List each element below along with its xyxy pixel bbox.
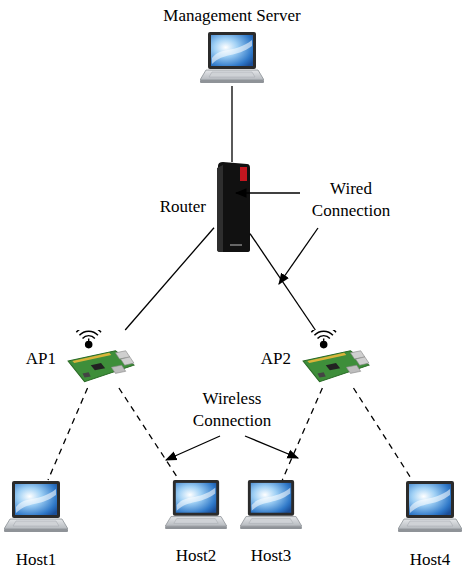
callout-arrow bbox=[245, 436, 298, 458]
device-label: Router bbox=[160, 197, 206, 217]
access-point-icon bbox=[303, 327, 369, 382]
wired-link bbox=[250, 234, 315, 330]
host-laptop-icon bbox=[398, 481, 462, 532]
wireless-link bbox=[282, 388, 322, 480]
host-laptop-icon bbox=[240, 480, 302, 529]
device-label: AP2 bbox=[261, 349, 291, 369]
device-label: Host4 bbox=[410, 550, 451, 570]
access-point-icon bbox=[68, 327, 134, 382]
device-name: Host3 bbox=[251, 546, 292, 566]
host-node: Host3 bbox=[240, 480, 302, 532]
device-label: Management Server bbox=[163, 6, 300, 26]
host-node: Host4 bbox=[398, 480, 462, 536]
router-node: Router bbox=[214, 162, 250, 252]
device-name: Router bbox=[160, 197, 206, 217]
callout-arrow bbox=[279, 228, 318, 284]
router-icon bbox=[217, 162, 250, 252]
callout-arrow bbox=[236, 192, 300, 193]
device-name: Host4 bbox=[410, 550, 451, 570]
server-laptop-icon bbox=[200, 32, 264, 83]
host-node: Host1 bbox=[4, 480, 68, 536]
device-label: AP1 bbox=[26, 349, 56, 369]
device-name: AP1 bbox=[26, 349, 56, 369]
wireless-link bbox=[353, 388, 412, 480]
access-point-node: AP2 bbox=[299, 330, 371, 388]
server-node: Management Server bbox=[200, 32, 264, 86]
device-label: Host1 bbox=[16, 550, 57, 570]
wireless-link bbox=[48, 388, 88, 480]
wired-link bbox=[231, 86, 232, 162]
connection-callout: Wired Connection bbox=[302, 178, 400, 222]
host-laptop-icon bbox=[165, 480, 227, 529]
access-point-node: AP1 bbox=[64, 330, 136, 388]
wired-link bbox=[125, 228, 214, 330]
wireless-link bbox=[119, 388, 179, 480]
device-label: Host3 bbox=[251, 546, 292, 566]
device-name: Host1 bbox=[16, 550, 57, 570]
device-label: Host2 bbox=[176, 546, 217, 566]
device-name: Management Server bbox=[163, 6, 300, 26]
device-name: AP2 bbox=[261, 349, 291, 369]
host-laptop-icon bbox=[4, 481, 68, 532]
host-node: Host2 bbox=[165, 480, 227, 532]
callout-arrow bbox=[166, 436, 220, 460]
device-name: Host2 bbox=[176, 546, 217, 566]
connection-callout: Wireless Connection bbox=[182, 388, 282, 432]
